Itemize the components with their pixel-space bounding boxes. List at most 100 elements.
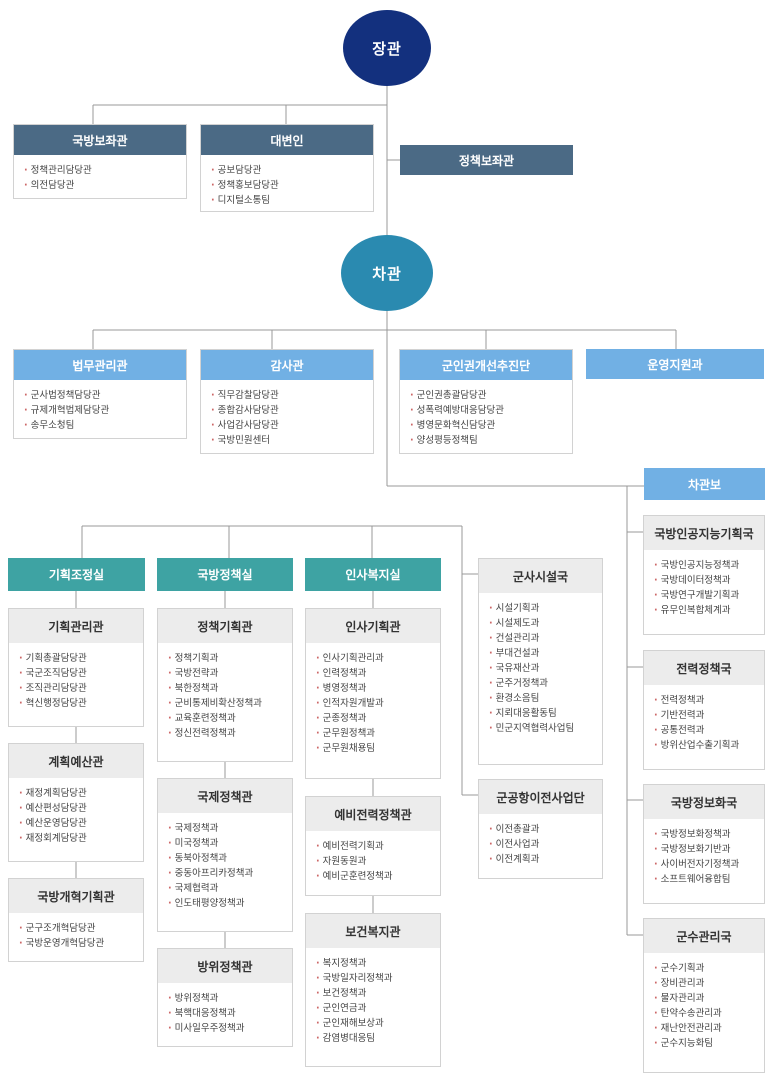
bureau-list: 국방인공지능정책과 국방데이터정책과 국방연구개발기획과 유무인복합체계과 [644,550,764,624]
list-item: 국방일자리정책과 [316,971,432,986]
audit-title: 감사관 [201,350,373,380]
list-item: 부대건설과 [489,646,594,661]
list-item: 방위정책과 [168,991,284,1006]
office-personnel-section: 예비전력정책관 예비전력기획과 자원동원과 예비군훈련정책과 [305,796,441,896]
office-personnel-title: 인사복지실 [305,558,441,591]
list-item: 교육훈련정책과 [168,711,284,726]
list-item: 유무인복합체계과 [654,603,756,618]
bureau-informatization-box: 국방정보화국 국방정보화정책과 국방정보화기반과 사이버전자기정책과 소프트웨어… [643,784,765,904]
list-item: 군인재해보상과 [316,1016,432,1031]
section-list: 군구조개혁담당관 국방운영개혁담당관 [9,913,143,957]
list-item: 보건정책과 [316,986,432,1001]
list-item: 인력정책과 [316,666,432,681]
section-title: 예비전력정책관 [306,797,440,831]
list-item: 조직관리담당관 [19,681,135,696]
bureau-force-policy-box: 전력정책국 전력정책과 기반전력과 공통전력과 방위산업수출기획과 [643,650,765,770]
list-item: 북한정책과 [168,681,284,696]
bureau-title: 전력정책국 [644,651,764,685]
list-item: 예산편성담당관 [19,801,135,816]
list-item: 국방정보화정책과 [654,827,756,842]
bureau-list: 국방정보화정책과 국방정보화기반과 사이버전자기정책과 소프트웨어융합팀 [644,819,764,893]
list-item: 재난안전관리과 [654,1021,756,1036]
list-item: 감염병대응팀 [316,1031,432,1046]
list-item: 기획총괄담당관 [19,651,135,666]
list-item: 환경소음팀 [489,691,594,706]
airport-relocation-box: 군공항이전사업단 이전총괄과 이전사업과 이전계획과 [478,779,603,879]
section-list: 복지정책과 국방일자리정책과 보건정책과 군인연금과 군인재해보상과 감염병대응… [306,948,440,1052]
defense-advisor-list: 정책관리담당관 의전담당관 [14,155,186,199]
human-rights-title: 군인권개선추진단 [400,350,572,380]
list-item: 군무원채용팀 [316,741,432,756]
office-personnel-section: 보건복지관 복지정책과 국방일자리정책과 보건정책과 군인연금과 군인재해보상과… [305,913,441,1067]
spokesperson-list: 공보담당관 정책홍보담당관 디지털소통팀 [201,155,373,214]
list-item: 군수기획과 [654,961,756,976]
list-item: 군비통제비확산정책과 [168,696,284,711]
vice-assistant-box: 차관보 [644,468,765,500]
section-title: 보건복지관 [306,914,440,948]
bureau-list: 군수기획과 장비관리과 물자관리과 탄약수송관리과 재난안전관리과 군수지능화팀 [644,953,764,1057]
airport-relocation-list: 이전총괄과 이전사업과 이전계획과 [479,814,602,873]
list-item: 국방데이터정책과 [654,573,756,588]
list-item: 종합감사담당관 [211,403,365,418]
list-item: 예비전력기획과 [316,839,432,854]
section-title: 방위정책관 [158,949,292,983]
office-defense-policy-section: 정책기획관 정책기획과 국방전략과 북한정책과 군비통제비확산정책과 교육훈련정… [157,608,293,762]
audit-box: 감사관 직무감찰담당관 종합감사담당관 사업감사담당관 국방민원센터 [200,349,374,454]
list-item: 민군지역협력사업팀 [489,721,594,736]
list-item: 국방민원센터 [211,433,365,448]
vice-minister-label: 차관 [372,264,402,283]
list-item: 예비군훈련정책과 [316,869,432,884]
list-item: 건설관리과 [489,631,594,646]
list-item: 지뢰대응활동팀 [489,706,594,721]
military-facilities-box: 군사시설국 시설기획과 시설제도과 건설관리과 부대건설과 국유재산과 군주거정… [478,558,603,765]
section-title: 국방개혁기획관 [9,879,143,913]
list-item: 군인권총괄담당관 [410,388,564,403]
list-item: 정신전력정책과 [168,726,284,741]
list-item: 소프트웨어융합팀 [654,872,756,887]
list-item: 정책관리담당관 [24,163,178,178]
legal-affairs-title: 법무관리관 [14,350,186,380]
list-item: 방위산업수출기획과 [654,738,756,753]
policy-aide-box: 정책보좌관 [400,145,573,175]
list-item: 국방연구개발기획과 [654,588,756,603]
list-item: 정책기획과 [168,651,284,666]
list-item: 공통전력과 [654,723,756,738]
minister-node: 장관 [343,10,431,86]
list-item: 국방전략과 [168,666,284,681]
spokesperson-box: 대변인 공보담당관 정책홍보담당관 디지털소통팀 [200,124,374,212]
minister-label: 장관 [372,39,402,58]
office-defense-policy-section: 방위정책관 방위정책과 북핵대응정책과 미사일우주정책과 [157,948,293,1047]
section-list: 예비전력기획과 자원동원과 예비군훈련정책과 [306,831,440,890]
bureau-title: 국방인공지능기획국 [644,516,764,550]
human-rights-list: 군인권총괄담당관 성폭력예방대응담당관 병영문화혁신담당관 양성평등정책팀 [400,380,572,454]
list-item: 의전담당관 [24,178,178,193]
list-item: 시설제도과 [489,616,594,631]
office-planning-section: 기획관리관 기획총괄담당관 국군조직담당관 조직관리담당관 혁신행정담당관 [8,608,144,727]
legal-affairs-list: 군사법정책담당관 규제개혁법제담당관 송무소청팀 [14,380,186,439]
list-item: 군무원정책과 [316,726,432,741]
list-item: 군사법정책담당관 [24,388,178,403]
list-item: 국유재산과 [489,661,594,676]
list-item: 복지정책과 [316,956,432,971]
section-title: 정책기획관 [158,609,292,643]
office-personnel-section: 인사기획관 인사기획관리과 인력정책과 병영정책과 인적자원개발과 군종정책과 … [305,608,441,779]
section-title: 기획관리관 [9,609,143,643]
list-item: 예산운영담당관 [19,816,135,831]
list-item: 기반전력과 [654,708,756,723]
office-planning-section: 국방개혁기획관 군구조개혁담당관 국방운영개혁담당관 [8,878,144,962]
list-item: 중동아프리카정책과 [168,866,284,881]
operations-support-box: 운영지원과 [586,349,764,379]
list-item: 인사기획관리과 [316,651,432,666]
list-item: 인도태평양정책과 [168,896,284,911]
spokesperson-title: 대변인 [201,125,373,155]
section-list: 인사기획관리과 인력정책과 병영정책과 인적자원개발과 군종정책과 군무원정책과… [306,643,440,762]
list-item: 혁신행정담당관 [19,696,135,711]
legal-affairs-box: 법무관리관 군사법정책담당관 규제개혁법제담당관 송무소청팀 [13,349,187,439]
list-item: 규제개혁법제담당관 [24,403,178,418]
list-item: 공보담당관 [211,163,365,178]
list-item: 재정계획담당관 [19,786,135,801]
section-list: 재정계획담당관 예산편성담당관 예산운영담당관 재정회계담당관 [9,778,143,852]
list-item: 미국정책과 [168,836,284,851]
section-list: 정책기획과 국방전략과 북한정책과 군비통제비확산정책과 교육훈련정책과 정신전… [158,643,292,747]
list-item: 북핵대응정책과 [168,1006,284,1021]
